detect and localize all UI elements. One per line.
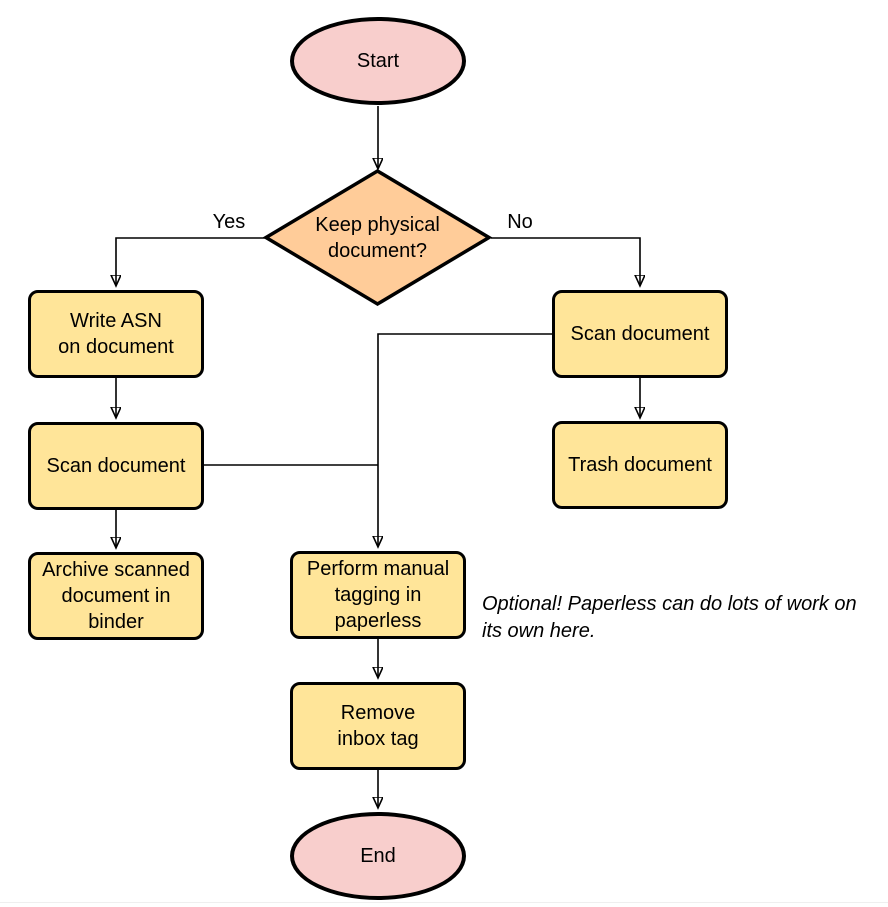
edge-decision-yes-to-write-asn — [116, 237, 265, 285]
no-edge-label: No — [507, 211, 533, 233]
decision-node: Keep physical document? — [263, 168, 492, 307]
scan-document-right-node: Scan document — [552, 290, 728, 378]
start-node-label: Start — [356, 50, 400, 72]
manual-tagging-node-label: Perform manual tagging in paperless — [306, 558, 450, 632]
scan-document-left-node: Scan document — [28, 422, 204, 510]
yes-edge-label: Yes — [212, 211, 246, 233]
optional-annotation: Optional! Paperless can do lots of work … — [482, 593, 857, 642]
write-asn-node-label: Write ASN on document — [58, 310, 174, 358]
page-bottom-edge — [0, 902, 888, 903]
scan-document-right-node-label: Scan document — [570, 323, 710, 345]
manual-tagging-node: Perform manual tagging in paperless — [290, 551, 466, 639]
archive-binder-node: Archive scanned document in binder — [28, 552, 204, 640]
edge-decision-no-to-scan-right — [491, 237, 640, 285]
remove-inbox-tag-node: Remove inbox tag — [290, 682, 466, 770]
decision-node-shape — [263, 168, 492, 307]
edge-scan-right-to-tagging — [378, 333, 552, 546]
trash-document-node: Trash document — [552, 421, 728, 509]
remove-inbox-tag-node-label: Remove inbox tag — [337, 702, 419, 750]
end-node: End — [290, 812, 466, 900]
scan-document-left-node-label: Scan document — [46, 455, 186, 477]
archive-binder-node-label: Archive scanned document in binder — [42, 559, 190, 633]
decision-diamond — [263, 168, 492, 307]
decision-node-label: Keep physical document? — [315, 213, 440, 262]
start-node: Start — [290, 17, 466, 105]
write-asn-node: Write ASN on document — [28, 290, 204, 378]
end-node-label: End — [360, 845, 396, 867]
trash-document-node-label: Trash document — [568, 454, 712, 476]
